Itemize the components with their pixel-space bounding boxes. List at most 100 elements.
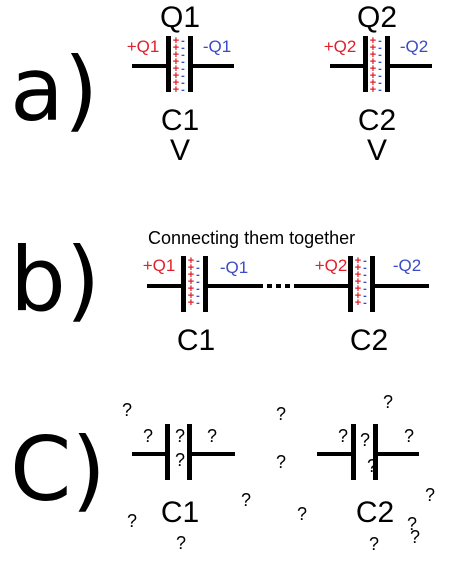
positive-charges: +++++++	[188, 255, 194, 309]
capacitor-a-left: Q1 +Q1 -Q1 ++++++++ -------- C1 V	[127, 1, 234, 167]
charge-name-q1: Q1	[160, 1, 200, 34]
plus-charge-mark: +	[370, 84, 376, 96]
question-mark: ?	[369, 534, 379, 554]
minus-charge-mark: -	[181, 35, 185, 47]
question-mark: ?	[404, 426, 414, 446]
minus-charge-mark: -	[181, 63, 185, 75]
plus-charge-mark: +	[370, 49, 376, 61]
plus-charge-mark: +	[370, 56, 376, 68]
minus-charge-mark: -	[196, 297, 200, 309]
plus-charge-mark: +	[173, 35, 179, 47]
positive-charge-label: +Q1	[143, 256, 176, 275]
question-mark: ?	[383, 392, 393, 412]
plate-right	[373, 424, 378, 480]
capacitor-name-c2: C2	[356, 496, 394, 529]
capacitor-c-right: C2	[317, 424, 419, 529]
plus-charge-mark: +	[370, 70, 376, 82]
question-mark: ?	[175, 426, 185, 446]
plus-charge-mark: +	[188, 269, 194, 281]
question-mark: ?	[241, 490, 251, 510]
question-mark: ?	[127, 511, 137, 531]
negative-charge-label: -Q1	[220, 258, 248, 277]
capacitor-name-c2: C2	[358, 104, 396, 137]
minus-charge-mark: -	[196, 276, 200, 288]
plate-right	[188, 36, 193, 92]
plus-charge-mark: +	[355, 290, 361, 302]
plus-charge-mark: +	[355, 269, 361, 281]
connection-caption: Connecting them together	[148, 228, 355, 248]
question-mark: ?	[276, 452, 286, 472]
minus-charge-mark: -	[378, 63, 382, 75]
question-mark: ?	[175, 450, 185, 470]
minus-charge-mark: -	[363, 276, 367, 288]
question-mark: ?	[176, 533, 186, 553]
minus-charge-mark: -	[363, 269, 367, 281]
question-mark: ?	[367, 456, 377, 476]
question-mark: ?	[407, 514, 417, 534]
plus-charge-mark: +	[355, 255, 361, 267]
minus-charge-mark: -	[378, 35, 382, 47]
negative-charges: -------	[363, 255, 367, 309]
plus-charge-mark: +	[173, 49, 179, 61]
plus-charge-mark: +	[355, 297, 361, 309]
minus-charge-mark: -	[378, 56, 382, 68]
minus-charge-mark: -	[196, 262, 200, 274]
capacitor-b-left: +Q1 -Q1 +++++++ ------- C1	[143, 255, 248, 357]
positive-charges: +++++++	[355, 255, 361, 309]
positive-charge-label: +Q2	[315, 256, 348, 275]
minus-charge-mark: -	[363, 255, 367, 267]
plate-left	[363, 36, 368, 92]
plus-charge-mark: +	[188, 255, 194, 267]
minus-charge-mark: -	[378, 49, 382, 61]
question-mark: ?	[425, 485, 435, 505]
capacitor-name-c2: C2	[350, 324, 388, 357]
minus-charge-mark: -	[181, 70, 185, 82]
part-a-label: a)	[10, 38, 98, 141]
plus-charge-mark: +	[370, 77, 376, 89]
capacitor-b-right: +Q2 -Q2 +++++++ ------- C2	[315, 255, 429, 357]
minus-charge-mark: -	[196, 290, 200, 302]
positive-charge-label: +Q1	[127, 37, 160, 56]
positive-charge-label: +Q2	[324, 37, 357, 56]
plus-charge-mark: +	[188, 283, 194, 295]
question-mark: ?	[207, 426, 217, 446]
minus-charge-mark: -	[378, 77, 382, 89]
minus-charge-mark: -	[181, 84, 185, 96]
negative-charges: --------	[378, 35, 382, 96]
negative-charge-label: -Q2	[400, 37, 428, 56]
voltage-label: V	[170, 134, 190, 167]
charge-name-q2: Q2	[357, 1, 397, 34]
positive-charges: ++++++++	[173, 35, 179, 96]
negative-charges: --------	[181, 35, 185, 96]
plate-left	[166, 36, 171, 92]
minus-charge-mark: -	[363, 262, 367, 274]
plate-left	[351, 424, 356, 480]
plus-charge-mark: +	[355, 283, 361, 295]
minus-charge-mark: -	[378, 84, 382, 96]
plate-right	[370, 256, 375, 312]
plus-charge-mark: +	[173, 63, 179, 75]
plus-charge-mark: +	[355, 262, 361, 274]
minus-charge-mark: -	[196, 283, 200, 295]
plus-charge-mark: +	[188, 297, 194, 309]
plus-charge-mark: +	[173, 56, 179, 68]
minus-charge-mark: -	[378, 70, 382, 82]
plate-right	[203, 256, 208, 312]
minus-charge-mark: -	[363, 290, 367, 302]
plus-charge-mark: +	[370, 63, 376, 75]
minus-charge-mark: -	[363, 283, 367, 295]
part-b-label: b)	[10, 228, 100, 331]
minus-charge-mark: -	[181, 56, 185, 68]
question-mark: ?	[297, 504, 307, 524]
plate-left	[165, 424, 170, 480]
capacitor-name-c1: C1	[161, 104, 199, 137]
plus-charge-mark: +	[188, 276, 194, 288]
unknown-charge-marks: ? ? ? ? ? ? ? ? ? ? ? ? ? ? ? ? ? ? ? ?	[122, 392, 435, 554]
plus-charge-mark: +	[188, 262, 194, 274]
minus-charge-mark: -	[181, 42, 185, 54]
negative-charge-label: -Q2	[393, 256, 421, 275]
question-mark: ?	[276, 404, 286, 424]
negative-charges: -------	[196, 255, 200, 309]
minus-charge-mark: -	[181, 49, 185, 61]
